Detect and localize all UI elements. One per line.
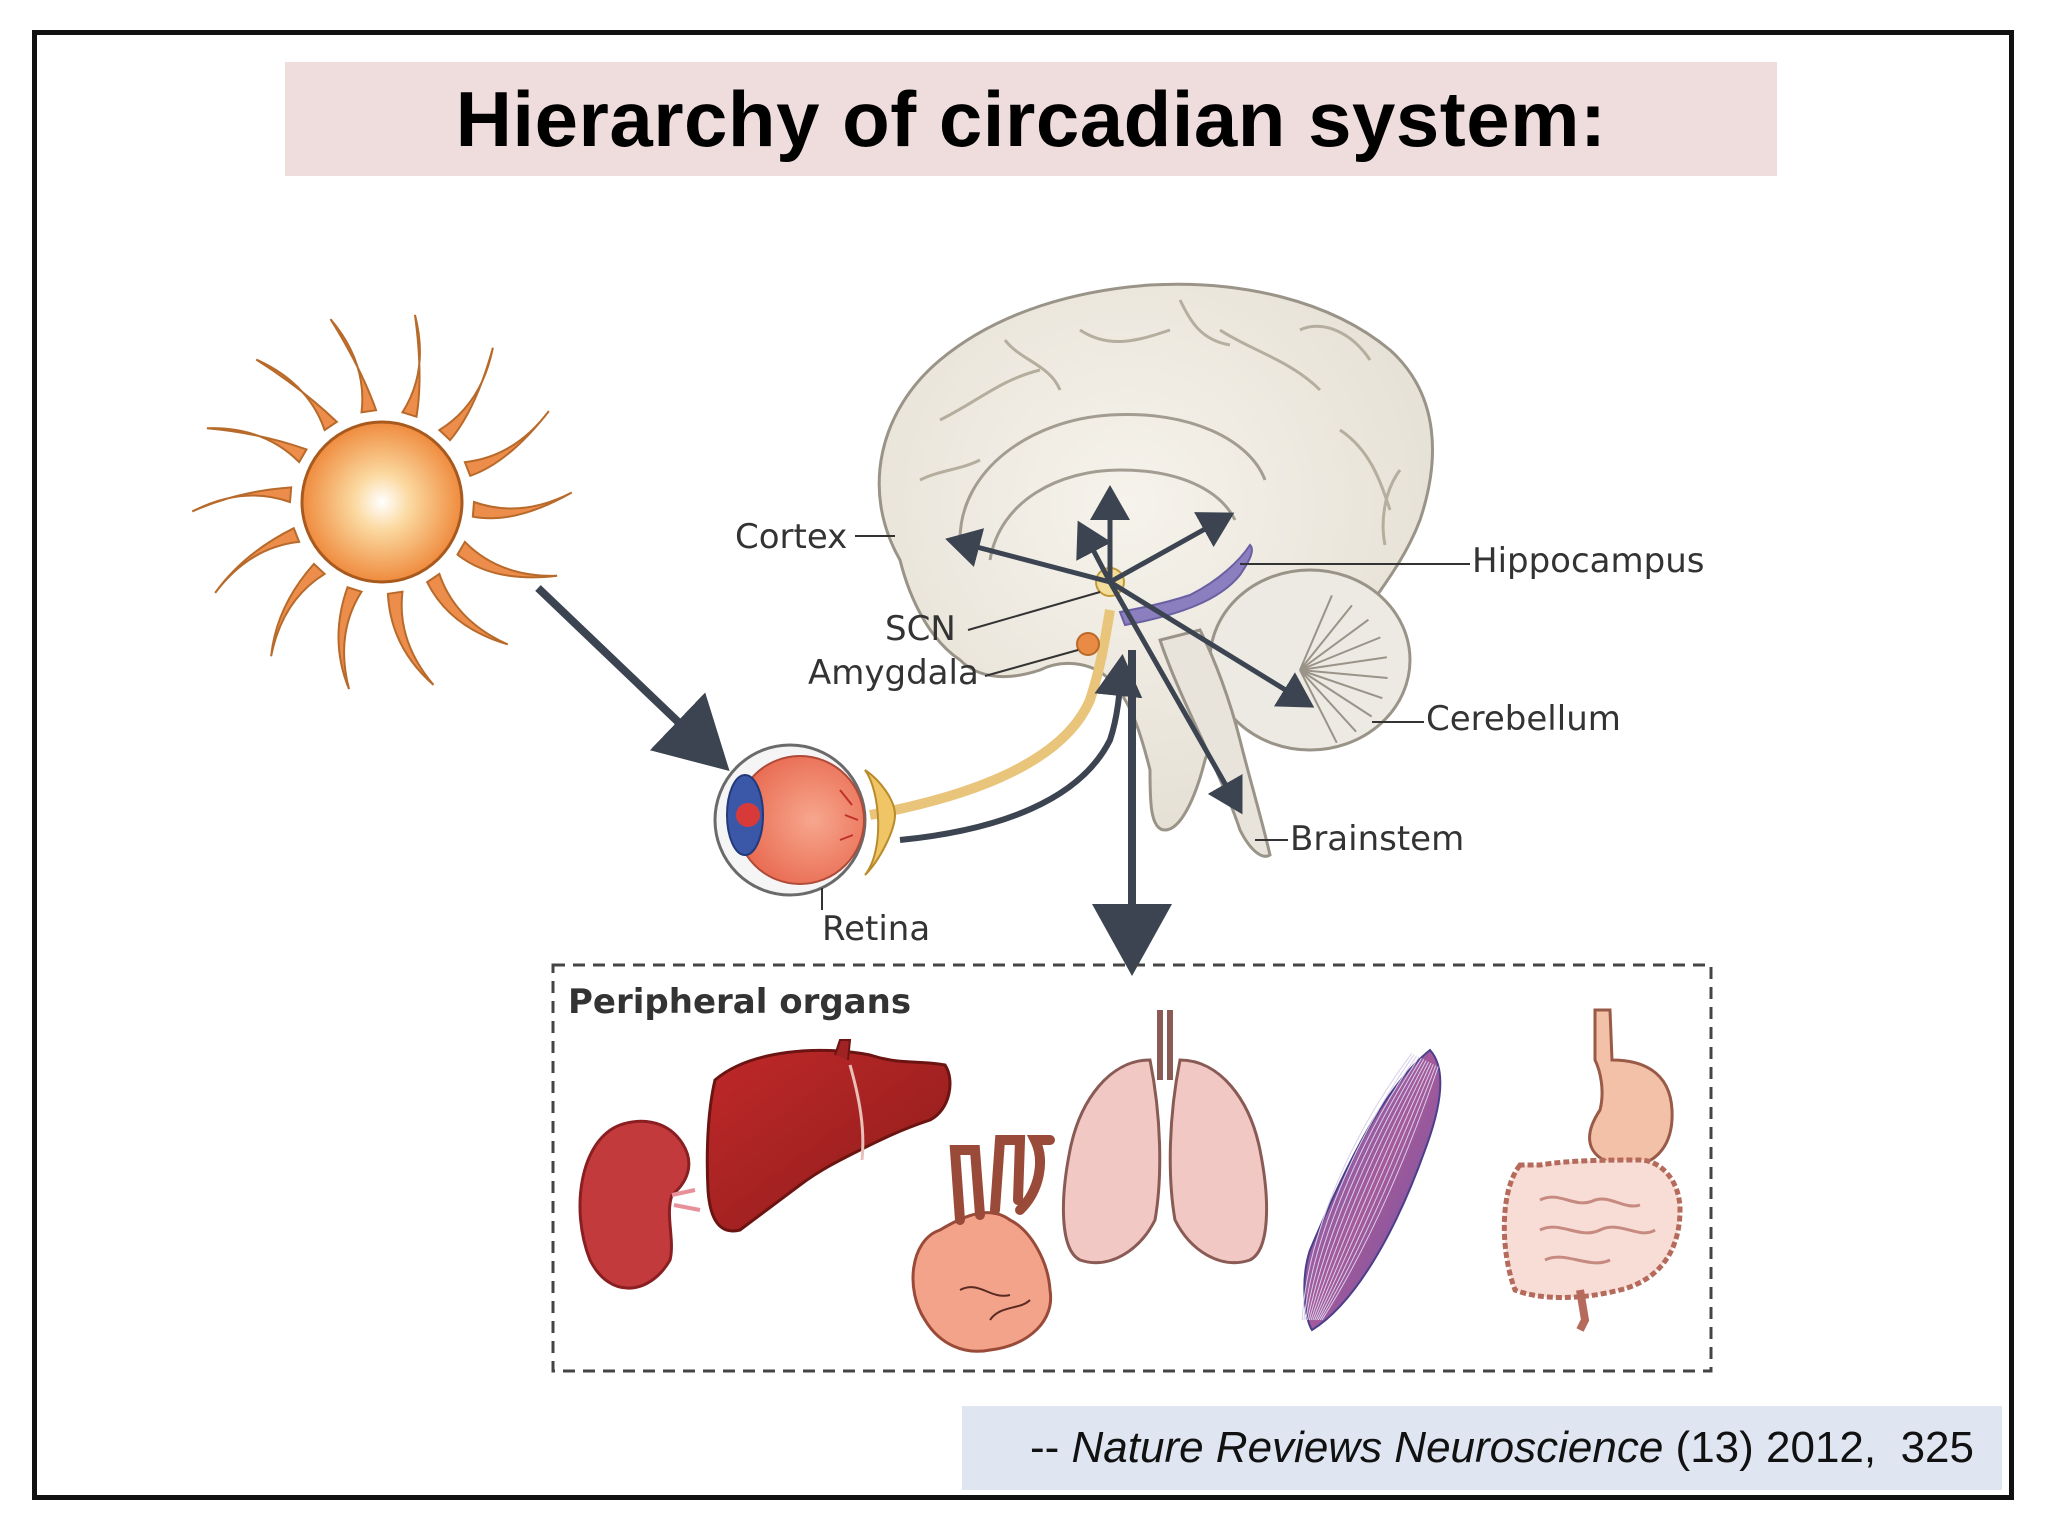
muscle-striation	[1308, 1057, 1422, 1321]
cerebellum-fold	[1299, 604, 1353, 671]
sun-ray	[206, 427, 309, 464]
cortex-label: Cortex	[735, 517, 847, 557]
hippocampus-label: Hippocampus	[1472, 541, 1704, 581]
cerebellum-fold	[1299, 636, 1381, 671]
muscle-striation	[1307, 1056, 1420, 1321]
sun-ray	[386, 590, 435, 686]
muscle-striation	[1310, 1059, 1425, 1321]
intestine-icon	[1501, 1008, 1683, 1332]
scn-label: SCN	[885, 609, 956, 649]
brain-icon	[869, 282, 1434, 858]
eye-icon	[713, 743, 897, 897]
title-band: Hierarchy of circadian system:	[285, 62, 1777, 176]
citation-band: -- Nature Reviews Neuroscience (13) 2012…	[962, 1406, 2002, 1490]
lungs-icon	[1061, 1010, 1269, 1265]
citation-journal: Nature Reviews Neuroscience	[1071, 1423, 1664, 1472]
amygdala-label: Amygdala	[808, 653, 979, 693]
slide-title: Hierarchy of circadian system:	[455, 74, 1607, 163]
sun-ray	[437, 347, 494, 442]
cerebellum-fold	[1299, 595, 1333, 671]
brainstem-label: Brainstem	[1290, 819, 1464, 859]
sun-icon	[191, 314, 573, 690]
muscle-striation	[1316, 1062, 1432, 1321]
kidney-icon	[578, 1119, 701, 1290]
diagram-labels: Cortex SCN Amygdala Hippocampus Cerebell…	[735, 517, 1704, 949]
sun-ray	[425, 572, 509, 646]
peripheral-organs-title: Peripheral organs	[568, 982, 911, 1022]
sun-ray	[214, 526, 301, 594]
muscle-striation	[1312, 1060, 1427, 1321]
muscle-icon	[1301, 1048, 1442, 1332]
scn-projection-arrows	[945, 485, 1315, 815]
cerebellum-fold	[1299, 656, 1388, 671]
muscle-striation	[1317, 1064, 1434, 1321]
cerebellum-label: Cerebellum	[1426, 699, 1621, 739]
muscle-striation	[1301, 1053, 1413, 1321]
sun-ray	[191, 486, 293, 513]
sun-ray	[255, 358, 339, 432]
sun-ray	[463, 410, 550, 478]
retina-label: Retina	[822, 909, 930, 949]
citation-prefix: --	[1029, 1423, 1072, 1472]
slide-frame	[32, 30, 2014, 1500]
sun-ray	[270, 562, 327, 657]
cerebellum-fold	[1299, 669, 1388, 679]
sun-ray	[329, 318, 378, 414]
muscle-striation	[1319, 1065, 1437, 1321]
muscle-striation	[1303, 1054, 1415, 1321]
sun-ray	[400, 314, 421, 419]
cerebellum-fold	[1299, 618, 1370, 671]
muscle-striation	[1321, 1066, 1439, 1321]
sun-ray	[456, 540, 558, 579]
peripheral-organs-box: Peripheral organs	[551, 963, 1713, 1373]
muscle-striation	[1314, 1061, 1430, 1321]
liver-icon	[705, 1039, 952, 1233]
sun-ray	[471, 491, 573, 520]
citation-details: (13) 2012, 325	[1663, 1423, 1974, 1472]
sun-to-eye-arrow	[535, 585, 730, 772]
muscle-striation	[1305, 1055, 1418, 1321]
sun-ray	[337, 586, 364, 690]
heart-icon	[911, 1135, 1055, 1353]
